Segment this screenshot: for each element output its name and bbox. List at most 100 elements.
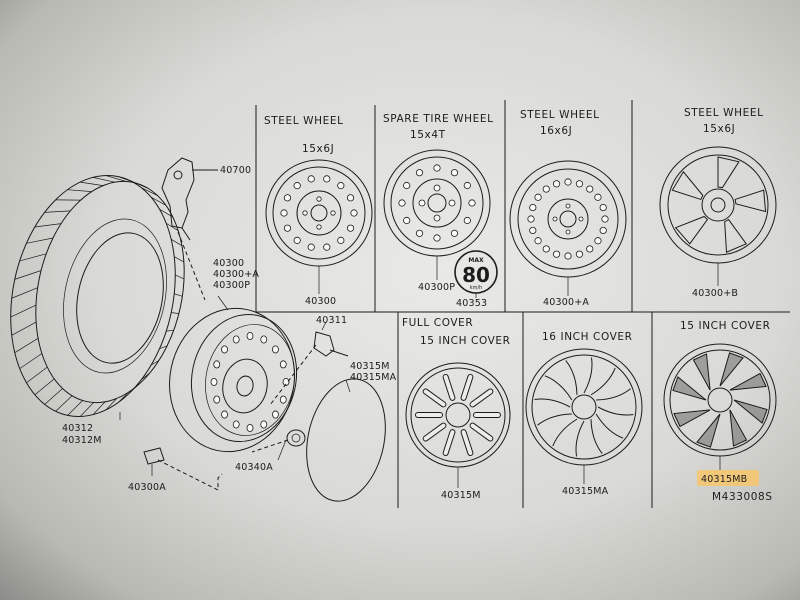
cover-slot-fill [423, 389, 446, 407]
wheel-vent-hole [307, 175, 315, 183]
wheel-vent-hole [601, 215, 609, 223]
panel5-title-line1: FULL COVER [402, 317, 473, 329]
wheel-vent-hole [433, 234, 441, 242]
cover-spoke [565, 360, 578, 395]
wheel-vent-hole [450, 229, 459, 237]
cover-spoke [590, 419, 603, 454]
wheel-vent-hole [529, 226, 537, 235]
tire-tread [11, 321, 37, 336]
speed-badge-value: 80 [462, 263, 490, 287]
wheel-vent-hole [564, 178, 572, 186]
tire-tread [44, 388, 63, 405]
tire-tread [92, 177, 115, 183]
tire-tread [67, 400, 83, 416]
wheel-vent-hole [403, 181, 411, 190]
panel3-steel-wheel-illustration [509, 160, 627, 278]
lug-hole [418, 199, 426, 207]
wheel-vent-hole [323, 175, 331, 183]
panel5-part: 40315M [441, 490, 481, 501]
cover-spoke [596, 388, 631, 401]
main-wheel-part-2: 40300+A [213, 269, 259, 280]
wheel-vent-hole [272, 345, 279, 354]
tire-tread [105, 175, 127, 182]
panel2-title: SPARE TIRE WHEEL [383, 113, 494, 125]
cover-slot-fill [443, 374, 455, 400]
tire-tread [19, 253, 47, 262]
nut-part: 40340A [235, 462, 273, 473]
tire-tread [80, 181, 104, 186]
panel2-spare-wheel-illustration [383, 149, 491, 257]
panel3-title: STEEL WHEEL [520, 109, 600, 121]
tire-part-1: 40312 [62, 423, 93, 434]
tire-tread [92, 401, 106, 415]
lug-hole [433, 214, 441, 222]
small-parts-illustration [143, 231, 386, 502]
wheel-vent-hole [293, 182, 301, 190]
wheel-spoke [724, 218, 747, 253]
tire-tread [55, 395, 73, 412]
tire-tread [67, 189, 92, 192]
cover-spoke [597, 406, 634, 416]
wheel-vent-hole [564, 252, 572, 260]
panel4-part: 40300+B [692, 288, 738, 299]
tire-tread [26, 237, 54, 244]
wheel-vent-hole [415, 169, 424, 177]
panel1-title: STEEL WHEEL [264, 115, 344, 127]
tire-tread [79, 402, 94, 417]
cover-slot-fill [461, 374, 473, 400]
panel1-size: 15x6J [302, 143, 334, 155]
wheel-vent-hole [463, 181, 471, 190]
tire-tread [19, 353, 43, 369]
tire-tread [105, 398, 118, 411]
panel4-styled-wheel-illustration [659, 146, 777, 264]
tire-tread [26, 366, 48, 384]
cover-plain-part-1: 40315M [350, 361, 390, 372]
wheel-vent-hole [468, 199, 476, 207]
cover-spoke [552, 418, 578, 447]
wheel-vent-hole [337, 182, 345, 190]
panel4-size: 15x6J [703, 123, 735, 135]
tire-tread [44, 210, 71, 213]
wheel-vent-hole [433, 164, 441, 172]
tire-tread [166, 329, 174, 332]
panel3-part: 40300+A [543, 297, 589, 308]
tire-tread [159, 345, 168, 350]
wheel-vent-hole [542, 245, 550, 253]
tire-part-2: 40312M [62, 435, 102, 446]
speed-badge: MAX 80 km/h [454, 250, 498, 294]
cover-spoke [673, 409, 711, 428]
main-wheel-part-1: 40300 [213, 258, 244, 269]
panel6-part: 40315MA [562, 486, 609, 497]
wheel-vent-hole [221, 410, 228, 419]
weight-part: 40300A [128, 482, 166, 493]
wheel-vent-hole [534, 193, 542, 201]
wheel-vent-hole [213, 395, 221, 404]
cover-spoke [719, 352, 744, 387]
cover-spoke [575, 420, 585, 457]
wheel-vent-hole [323, 243, 331, 251]
wheel-vent-hole [463, 216, 471, 225]
wheel-vent-hole [337, 236, 345, 244]
wheel-vent-hole [350, 209, 358, 217]
panel7-title: 15 INCH COVER [680, 320, 771, 332]
wheel-vent-hole [260, 420, 268, 429]
wheel-vent-hole [542, 185, 550, 193]
cover-spoke [692, 353, 711, 391]
wheel-vent-hole [529, 203, 537, 212]
tire-tread [141, 187, 158, 196]
wheel-vent-hole [450, 169, 459, 177]
wheel-vent-hole [403, 216, 411, 225]
selected-part-highlight [697, 470, 759, 486]
lug-hole [316, 224, 322, 230]
cover-spoke [583, 357, 593, 394]
panel-grid [255, 100, 790, 508]
tire-tread [118, 392, 129, 403]
tpms-sensor-illustration [161, 157, 218, 241]
speed-badge-top: MAX [468, 257, 484, 264]
panel1-part: 40300 [305, 296, 336, 307]
wheel-vent-hole [307, 243, 315, 251]
panel3-size: 16x6J [540, 125, 572, 137]
wheel-spoke [671, 170, 704, 201]
wheel-vent-hole [232, 420, 240, 429]
